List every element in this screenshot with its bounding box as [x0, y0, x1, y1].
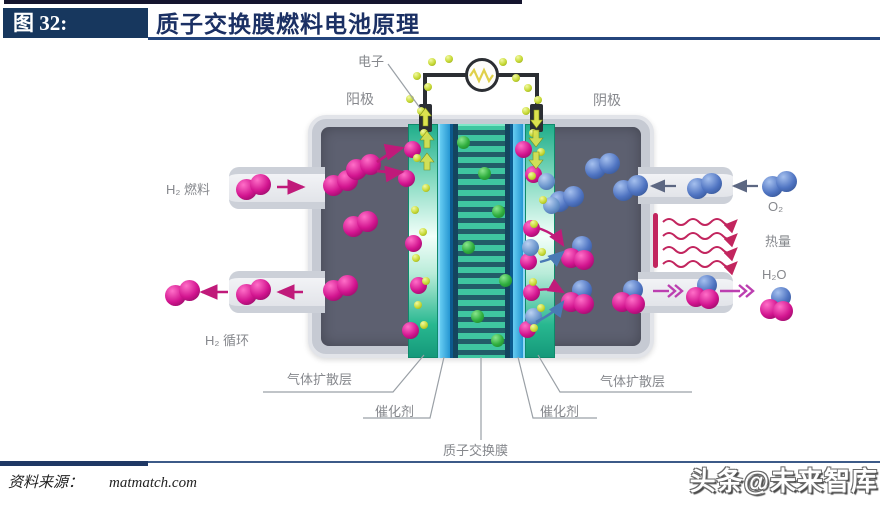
cathode-terminal-bar — [530, 104, 543, 132]
gas-diffusion-layer-left — [408, 124, 438, 358]
proton-exchange-membrane — [453, 124, 510, 358]
h2-molecule-ball — [164, 284, 186, 306]
electron-label: 电子 — [358, 54, 385, 69]
catalyst-left-label: 催化剂 — [375, 404, 415, 419]
h2-fuel-label: H₂ 燃料 — [166, 182, 211, 197]
label-leader-lines — [263, 354, 692, 440]
electron-ball — [445, 55, 453, 63]
watermark-text: 头条@未来智库 — [689, 466, 878, 496]
heat-label: 热量 — [765, 234, 792, 249]
h2-recycle-label: H₂ 循环 — [205, 333, 250, 348]
water-molecule-ball — [760, 299, 780, 319]
water-molecule-ball — [773, 301, 793, 321]
load-resistor-icon — [465, 58, 499, 92]
o2-inlet-pipe — [638, 167, 733, 204]
catalyst-right-label: 催化剂 — [540, 404, 580, 419]
heat-waves — [662, 218, 738, 276]
catalyst-layer-left — [438, 124, 453, 358]
electron-ball — [524, 84, 532, 92]
electron-ball — [499, 58, 507, 66]
electron-ball — [515, 55, 523, 63]
gdl-right-label: 气体扩散层 — [600, 374, 666, 389]
electron-ball — [413, 72, 421, 80]
cathode-label: 阴极 — [593, 92, 621, 108]
o2-label: O₂ — [768, 199, 784, 214]
source-line: 资料来源： matmatch.com — [8, 471, 197, 492]
h2-outlet-pipe — [229, 271, 325, 313]
anode-terminal-bar — [419, 104, 432, 132]
anode-label: 阳极 — [346, 91, 374, 107]
water-molecule-ball — [771, 287, 791, 307]
h2-inlet-pipe — [229, 167, 325, 209]
h2o-label: H₂O — [762, 267, 787, 282]
circuit-wire — [423, 73, 427, 107]
footer-rule-thick — [0, 461, 148, 466]
membrane-label: 质子交换膜 — [443, 443, 509, 458]
title-underline — [148, 37, 880, 40]
catalyst-layer-right — [510, 124, 525, 358]
h2-molecule-ball — [178, 279, 200, 301]
gdl-left-label: 气体扩散层 — [287, 372, 353, 387]
source-label: 资料来源： — [8, 475, 84, 491]
h2o-outlet-pipe — [638, 272, 733, 313]
top-border-bar — [4, 0, 522, 4]
circuit-wire — [535, 73, 539, 107]
o2-molecule-ball — [775, 170, 797, 192]
figure-number-badge: 图 32: — [3, 8, 148, 38]
source-value: matmatch.com — [109, 475, 197, 491]
footer-rule-thin — [148, 461, 880, 463]
figure-title: 质子交换膜燃料电池原理 — [156, 11, 420, 37]
electron-leader-line — [387, 63, 421, 109]
electron-ball — [428, 58, 436, 66]
electron-ball — [406, 95, 414, 103]
electron-ball — [522, 107, 530, 115]
o2-molecule-ball — [761, 175, 783, 197]
gas-diffusion-layer-right — [525, 124, 555, 358]
circuit-wire — [497, 73, 539, 77]
circuit-wire — [423, 73, 467, 77]
heat-source-bar — [653, 213, 658, 268]
